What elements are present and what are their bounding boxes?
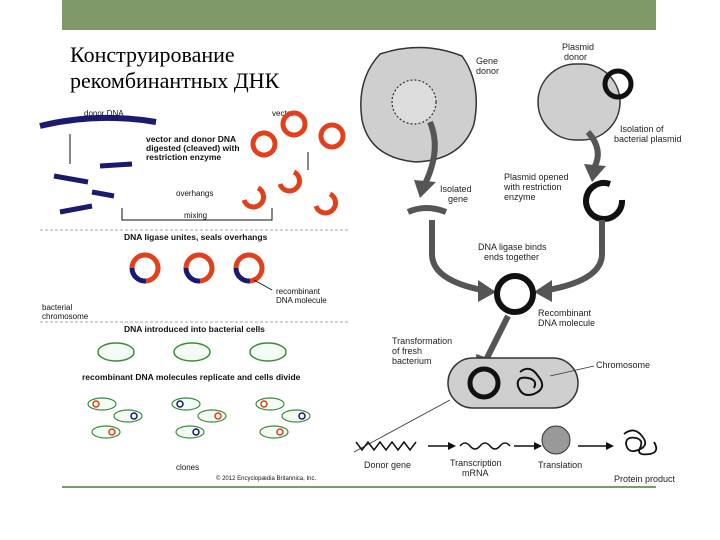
plasmid-icon (602, 68, 634, 100)
recombinant-plasmid (183, 252, 215, 284)
label-recombinant: Recombinant (538, 308, 592, 318)
label-recombinant-molecule: DNA molecule (276, 296, 327, 305)
arrow-head (584, 164, 606, 182)
label-digest-note: digested (cleaved) with (146, 143, 240, 153)
label-bacterial-chromosome: bacterial (42, 303, 72, 312)
recombinant-dna-cloning-diagram: donor DNA vector vector and donor DNA di… (36, 104, 352, 484)
label-donor-dna: donor DNA (84, 109, 124, 118)
arrow-to-transformation (483, 314, 511, 362)
label-gene-donor: Gene (476, 56, 498, 66)
recombinant-plasmid (129, 252, 161, 284)
label-copyright: © 2012 Encyclopædia Britannica, Inc. (216, 475, 316, 482)
label-transformation: bacterium (392, 356, 432, 366)
label-plasmid-opened: with restriction (503, 182, 562, 192)
cut-vector (241, 185, 266, 210)
recombinant-plasmid-in-cell (467, 366, 501, 400)
bacterial-cell (173, 342, 211, 362)
cut-vector (277, 169, 302, 194)
gene-donor-cell (360, 46, 477, 163)
plasmid-donor-cell (537, 63, 621, 141)
arrow-gene-isolation (421, 120, 438, 188)
bacterial-cell (97, 342, 135, 362)
label-recombinant-molecule: recombinant (276, 287, 321, 296)
label-isolated-gene: Isolated (440, 184, 472, 194)
label-digest-note: vector and donor DNA (146, 134, 236, 144)
label-plasmid-opened: Plasmid opened (504, 172, 569, 182)
slide-title-line-2: рекомбинантных ДНК (70, 68, 280, 94)
pointer-line (353, 399, 451, 453)
slide-title: Конструирование рекомбинантных ДНК (70, 42, 360, 95)
label-recombinant: DNA molecule (538, 318, 595, 328)
bottom-accent-line (62, 486, 656, 488)
vector-plasmid (250, 130, 278, 158)
chromosome-tangle (516, 367, 544, 396)
mrna-strand (459, 442, 511, 450)
arrow-head (606, 442, 614, 450)
label-mixing: mixing (184, 211, 207, 220)
protein-product-icon (623, 429, 658, 456)
label-isolated-gene: gene (448, 194, 468, 204)
arrow-gene-to-ligase (429, 220, 483, 293)
label-plasmid-donor: donor (564, 52, 587, 62)
label-transcription: mRNA (462, 468, 489, 478)
cut-vector (313, 191, 338, 216)
arrow-head (534, 280, 552, 302)
label-replicate-note: recombinant DNA molecules replicate and … (82, 372, 301, 382)
donor-dna-strand (39, 114, 157, 129)
cell-colony (87, 397, 143, 439)
label-translation: Translation (538, 460, 582, 470)
label-introduced-note: DNA introduced into bacterial cells (124, 324, 265, 334)
arrow-head (534, 442, 542, 450)
label-ligase-binds: DNA ligase binds (478, 242, 547, 252)
label-protein-product: Protein product (614, 474, 676, 484)
label-gene-donor: donor (476, 66, 499, 76)
slide-title-line-1: Конструирование (70, 42, 235, 67)
isolated-gene-fragment (406, 205, 448, 215)
arrow-plasmid-isolation (585, 130, 601, 170)
label-plasmid-opened: enzyme (504, 192, 536, 202)
label-bacterial-chromosome: chromosome (42, 312, 89, 321)
cut-donor-fragments (53, 161, 133, 215)
label-transcription: Transcription (450, 458, 502, 468)
arrow-head (414, 180, 436, 198)
cell-colony (171, 397, 227, 439)
top-accent-bar (62, 0, 656, 30)
vector-plasmid (280, 110, 308, 138)
label-ligase-binds: ends together (484, 252, 539, 262)
bacterial-cell (249, 342, 287, 362)
arrow-head (478, 280, 496, 302)
label-donor-gene: Donor gene (364, 460, 411, 470)
recombinant-plasmid (494, 273, 536, 315)
label-digest-note: restriction enzyme (146, 152, 221, 162)
label-plasmid-donor: Plasmid (562, 42, 594, 52)
donor-gene-helix (355, 440, 417, 452)
cell-colony (255, 397, 311, 439)
mixing-bracket (121, 208, 273, 221)
label-clones: clones (176, 463, 199, 472)
label-vector: vector (272, 109, 294, 118)
label-isolation-plasmid: Isolation of (620, 124, 664, 134)
label-ligase-note: DNA ligase unites, seals overhangs (124, 232, 268, 242)
label-chromosome: Chromosome (596, 360, 650, 370)
opened-plasmid (583, 180, 626, 222)
gene-cloning-flow-diagram: Gene donor Plasmid donor Isolation of ba… (352, 40, 684, 486)
ribosome-icon (541, 425, 571, 455)
pointer-line (549, 365, 595, 377)
pointer-line (253, 279, 273, 291)
label-transformation: of fresh (392, 346, 422, 356)
arrow-plasmid-to-ligase (547, 220, 605, 293)
label-transformation: Transformation (392, 336, 452, 346)
arrow-head (448, 442, 456, 450)
label-overhangs: overhangs (176, 189, 213, 198)
label-isolation-plasmid: bacterial plasmid (614, 134, 682, 144)
vector-plasmid (318, 122, 346, 150)
recombinant-plasmid (233, 252, 265, 284)
